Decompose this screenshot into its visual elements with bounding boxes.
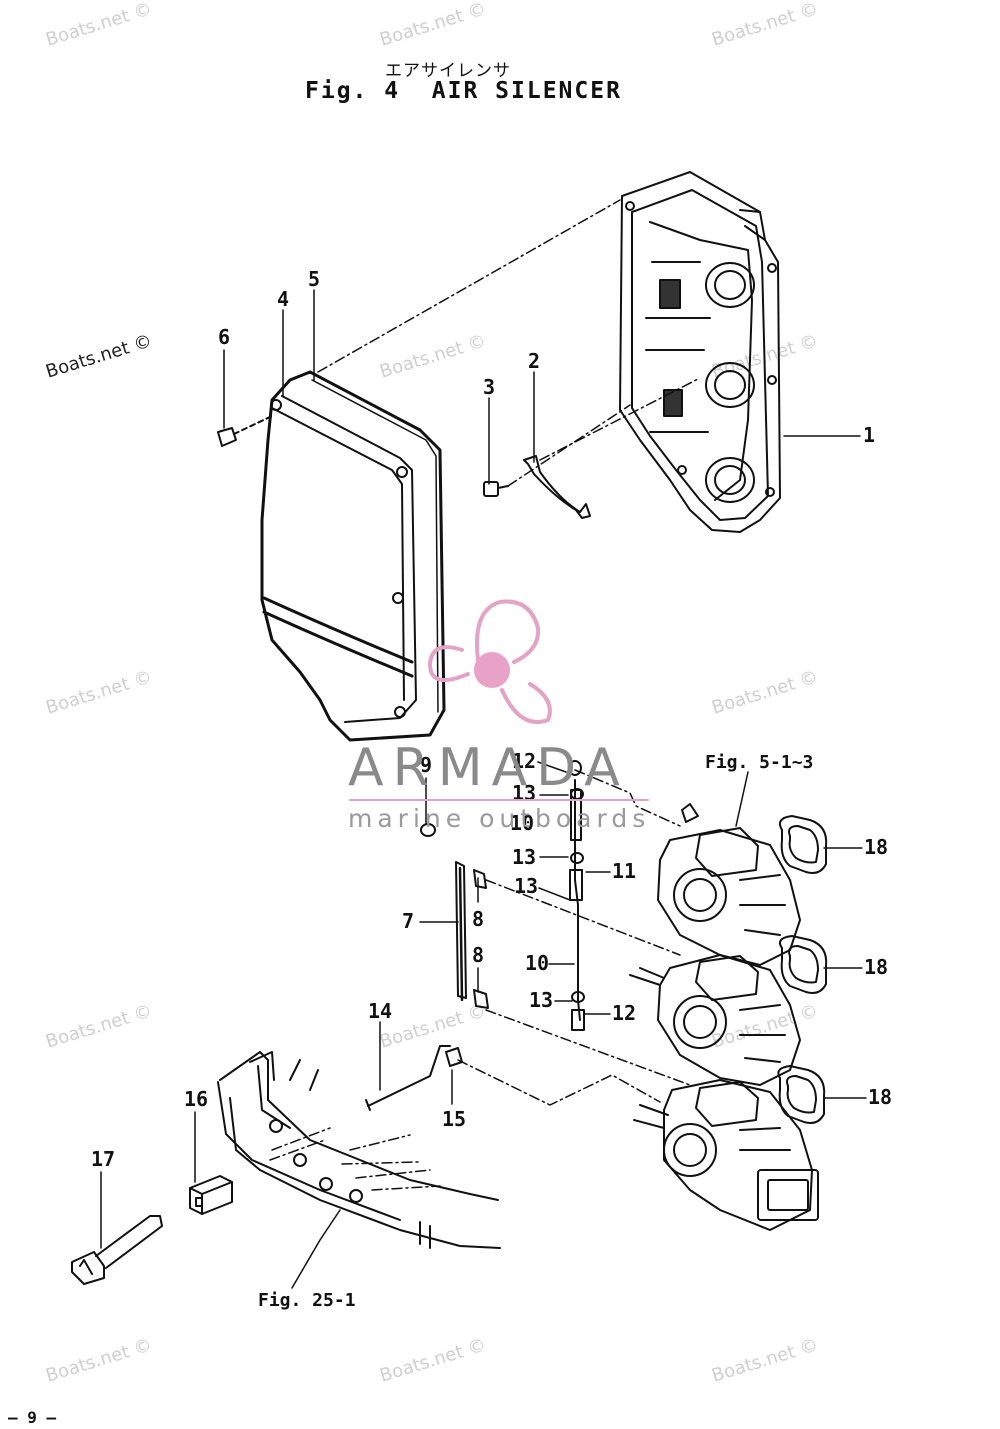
assembly-lines	[269, 199, 701, 1191]
callout-2: 2	[528, 349, 540, 373]
callout-13: 13	[514, 874, 538, 898]
callout-5: 5	[308, 267, 320, 291]
clamp-part-2	[523, 455, 591, 519]
figure-title: Fig. 4 AIR SILENCER	[305, 78, 622, 104]
lever-part-17	[71, 1215, 163, 1285]
callout-17: 17	[91, 1147, 115, 1171]
choke-wire-part-14	[365, 1045, 451, 1111]
carburetor-gaskets	[777, 815, 828, 1124]
callout-3: 3	[483, 375, 495, 399]
callout-12: 12	[512, 749, 536, 773]
link-rod	[568, 760, 585, 1031]
page-number: – 9 –	[8, 1408, 57, 1427]
carburetor-reference: Fig. 5-1~3	[705, 752, 813, 773]
logo-wordmark: ARMADA	[348, 738, 629, 798]
block-part-16	[189, 1175, 233, 1215]
callout-leaders	[100, 289, 867, 1289]
armada-logo-icon	[428, 599, 552, 724]
callout-10: 10	[525, 951, 549, 975]
bracket-reference: Fig. 25-1	[258, 1290, 356, 1311]
callout-numbers: 1 2 3 4 5 6 7 8 8 9 10 10 11 12 12 13 13…	[91, 267, 892, 1311]
japanese-title: エアサイレンサ	[385, 61, 511, 81]
callout-7: 7	[402, 909, 414, 933]
bracket-fig-25-1	[217, 1051, 501, 1249]
callout-12: 12	[612, 1001, 636, 1025]
rod-part-7	[455, 861, 467, 999]
clip-part-8	[473, 869, 489, 1009]
callout-9: 9	[420, 753, 432, 777]
silencer-cover	[260, 370, 446, 742]
callout-6: 6	[218, 325, 230, 349]
callout-14: 14	[368, 999, 392, 1023]
logo-tagline: marine outboards	[348, 804, 651, 833]
callout-13: 13	[512, 845, 536, 869]
callout-8: 8	[472, 907, 484, 931]
callout-18: 18	[864, 955, 888, 979]
screw-part-6	[217, 415, 273, 447]
bolt-part-3	[483, 481, 509, 497]
callout-8: 8	[472, 943, 484, 967]
callout-4: 4	[277, 287, 289, 311]
grommet-part-9	[420, 823, 436, 837]
callout-1: 1	[863, 423, 875, 447]
callout-10: 10	[510, 811, 534, 835]
callout-13: 13	[529, 988, 553, 1012]
callout-18: 18	[864, 835, 888, 859]
carburetor-assembly	[629, 803, 819, 1231]
callout-18: 18	[868, 1085, 892, 1109]
silencer-back-plate	[619, 171, 781, 533]
callout-15: 15	[442, 1107, 466, 1131]
callout-16: 16	[184, 1087, 208, 1111]
clip-part-15	[445, 1047, 463, 1067]
callout-11: 11	[612, 859, 636, 883]
